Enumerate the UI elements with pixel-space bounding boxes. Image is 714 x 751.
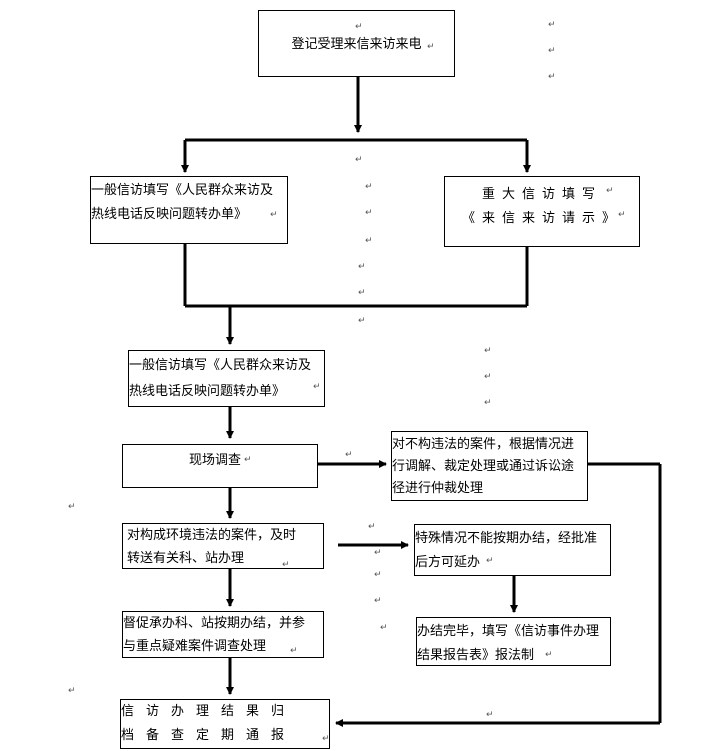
special-line-1: 特殊情况不能按期办结，经批准	[415, 531, 598, 546]
general-top-line-2: 热线电话反映问题转办单》	[91, 207, 248, 222]
special-line-2: 后方可延办	[415, 555, 481, 570]
site-survey-line-1: 现场调查	[189, 453, 242, 468]
general-top-line-1: 一般信访填写《人民群众来访及	[91, 183, 274, 198]
general-top-box: 一般信访填写《人民群众来访及 热线电话反映问题转办单》	[90, 176, 288, 244]
violation-line-1: 对构成环境违法的案件，及时	[127, 528, 297, 543]
paragraph-mark: ↵	[484, 398, 492, 408]
non-violation-line-3: 径进行仲裁处理	[392, 481, 484, 496]
complete-box: 办结完毕，填写《信访事件办理 结果报告表》报法制	[416, 617, 611, 666]
complete-line-1: 办结完毕，填写《信访事件办理	[417, 624, 600, 639]
paragraph-mark: ↵	[484, 346, 492, 356]
paragraph-mark: ↵	[618, 210, 626, 220]
paragraph-mark: ↵	[365, 182, 373, 192]
paragraph-mark: ↵	[374, 548, 382, 558]
general-mid-box: 一般信访填写《人民群众来访及 热线电话反映问题转办单》	[128, 350, 325, 407]
paragraph-mark: ↵	[368, 522, 376, 532]
register-box: 登记受理来信来访来电	[258, 10, 455, 77]
paragraph-mark: ↵	[365, 236, 373, 246]
paragraph-mark: ↵	[282, 560, 290, 570]
violation-line-2: 转送有关科、站办理	[127, 551, 245, 566]
major-line-1: 重大信访填写	[481, 187, 602, 202]
archive-line-2: 档备查定期通报	[121, 728, 297, 743]
supervise-line-1: 督促承办科、站按期办结，并参	[123, 616, 306, 631]
paragraph-mark: ↵	[355, 22, 363, 32]
paragraph-mark: ↵	[374, 596, 382, 606]
paragraph-mark: ↵	[322, 734, 330, 744]
paragraph-mark: ↵	[486, 710, 494, 720]
paragraph-mark: ↵	[358, 262, 366, 272]
paragraph-mark: ↵	[548, 72, 556, 82]
paragraph-mark: ↵	[545, 650, 553, 660]
paragraph-mark: ↵	[365, 208, 373, 218]
non-violation-line-1: 对不构违法的案件，根据情况进	[392, 437, 575, 452]
paragraph-mark: ↵	[313, 382, 321, 392]
supervise-box: 督促承办科、站按期办结，并参 与重点疑难案件调查处理	[122, 611, 324, 658]
major-box: 重大信访填写 《来信来访请示》	[444, 176, 640, 247]
archive-line-1: 信访办理结果归	[121, 704, 297, 719]
non-violation-box: 对不构违法的案件，根据情况进 行调解、裁定处理或通过诉讼途 径进行仲裁处理	[391, 431, 588, 501]
paragraph-mark: ↵	[358, 316, 366, 326]
paragraph-mark: ↵	[68, 502, 76, 512]
paragraph-mark: ↵	[486, 556, 494, 566]
paragraph-mark: ↵	[345, 450, 353, 460]
paragraph-mark: ↵	[548, 46, 556, 56]
paragraph-mark: ↵	[270, 210, 278, 220]
supervise-line-2: 与重点疑难案件调查处理	[123, 639, 267, 654]
paragraph-mark: ↵	[244, 455, 252, 465]
paragraph-mark: ↵	[355, 155, 363, 165]
special-box: 特殊情况不能按期办结，经批准 后方可延办	[414, 524, 611, 576]
complete-line-2: 结果报告表》报法制	[417, 648, 535, 663]
paragraph-mark: ↵	[290, 646, 298, 656]
archive-box: 信访办理结果归 档备查定期通报	[120, 699, 330, 749]
site-survey-box: 现场调查	[122, 444, 318, 488]
paragraph-mark: ↵	[68, 686, 76, 696]
paragraph-mark: ↵	[427, 42, 435, 52]
general-mid-line-2: 热线电话反映问题转办单》	[129, 384, 286, 399]
paragraph-mark: ↵	[374, 570, 382, 580]
paragraph-mark: ↵	[484, 372, 492, 382]
register-line-1: 登记受理来信来访来电	[291, 37, 422, 52]
major-line-2: 《来信来访请示》	[461, 211, 622, 226]
non-violation-line-2: 行调解、裁定处理或通过诉讼途	[392, 459, 575, 474]
paragraph-mark: ↵	[380, 623, 388, 633]
paragraph-mark: ↵	[548, 20, 556, 30]
paragraph-mark: ↵	[606, 186, 614, 196]
general-mid-line-1: 一般信访填写《人民群众来访及	[129, 358, 312, 373]
violation-box: 对构成环境违法的案件，及时 转送有关科、站办理	[122, 523, 324, 569]
paragraph-mark: ↵	[358, 288, 366, 298]
